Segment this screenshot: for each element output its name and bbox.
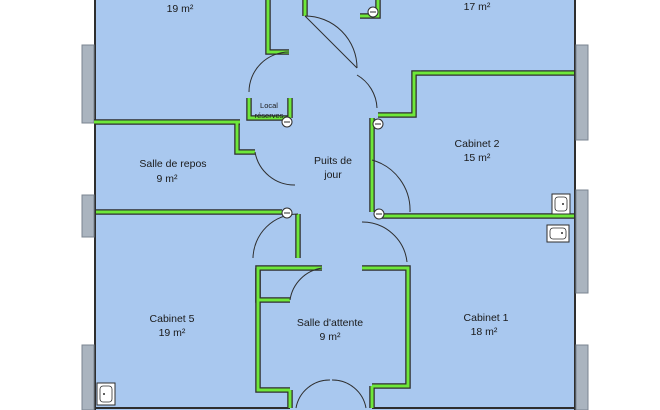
door-arc	[356, 74, 378, 109]
floor-area	[95, 0, 575, 410]
room-name-cabinet2: Cabinet 2	[455, 138, 500, 150]
window	[81, 194, 95, 238]
window	[81, 344, 95, 410]
sink-icon	[546, 224, 570, 243]
room-area-cabinet1: 18 m²	[471, 326, 498, 338]
right-windows	[575, 44, 589, 410]
room-area-top-right: 17 m²	[464, 1, 491, 13]
outlet-icon	[373, 208, 385, 220]
room-name-puits-jour-line1: Puits de	[314, 155, 352, 167]
room-name-local-reserves-line2: réserves	[255, 111, 284, 120]
room-name-cabinet1: Cabinet 1	[464, 312, 509, 324]
outlet-icon	[367, 6, 379, 18]
door-arc	[331, 379, 367, 409]
room-name-cabinet5: Cabinet 5	[150, 313, 195, 325]
exterior-walls	[94, 0, 576, 410]
door-arc	[289, 267, 323, 301]
sink-icon	[551, 193, 571, 215]
door-arc	[361, 221, 408, 263]
sink-icon	[96, 382, 116, 406]
partition-walls-fill	[94, 0, 574, 408]
room-area-top-left: 19 m²	[167, 3, 194, 15]
door-arc	[295, 379, 331, 409]
room-area-cabinet2: 15 m²	[464, 152, 491, 164]
door-arc	[371, 159, 411, 213]
room-name-salle-repos: Salle de repos	[139, 158, 206, 170]
outlet-icon	[281, 116, 293, 128]
room-area-cabinet5: 19 m²	[159, 327, 186, 339]
window	[575, 344, 589, 410]
door-swings	[248, 15, 411, 409]
door-arc	[248, 51, 290, 93]
room-name-salle-attente: Salle d'attente	[297, 317, 363, 329]
room-name-local-reserves-line1: Local	[260, 101, 278, 110]
window	[81, 44, 95, 124]
room-labels: 19 m² 17 m² Local réserves Salle de repo…	[139, 1, 508, 343]
room-name-puits-jour-line2: jour	[323, 169, 342, 181]
window	[575, 44, 589, 141]
window	[575, 189, 589, 294]
left-windows	[81, 44, 95, 410]
sinks	[96, 193, 571, 406]
door-arc	[304, 15, 358, 69]
room-area-salle-attente: 9 m²	[320, 331, 342, 343]
outlets	[281, 6, 385, 220]
door-arc	[254, 151, 296, 186]
outlet-icon	[281, 207, 293, 219]
room-area-salle-repos: 9 m²	[157, 173, 179, 185]
outlet-icon	[372, 118, 384, 130]
